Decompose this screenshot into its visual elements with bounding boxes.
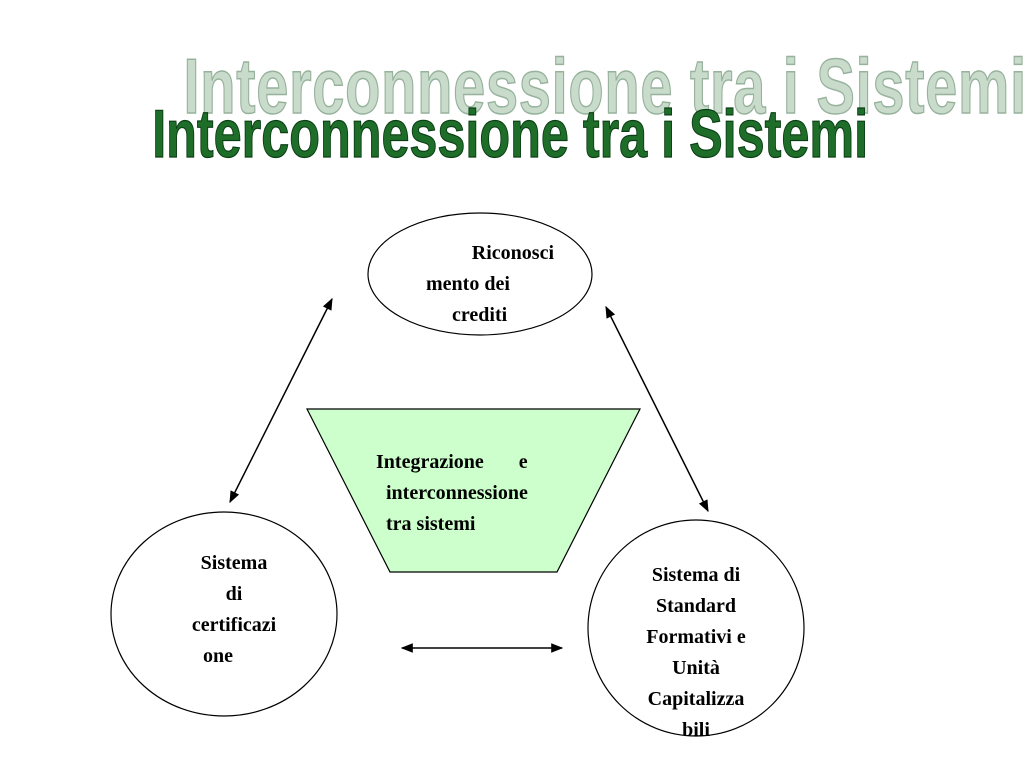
arrow-top-right	[605, 305, 709, 513]
left-node-line: one	[203, 645, 233, 667]
right-node-line: Capitalizza	[647, 688, 745, 710]
top-node-label: Riconosci mento dei crediti	[422, 238, 554, 331]
center-node-label: Integrazione e interconnessione tra sist…	[376, 447, 576, 540]
top-node-ellipse	[367, 212, 593, 336]
left-node-ellipse	[110, 511, 338, 717]
right-node-line: bili	[682, 719, 710, 741]
right-node-line: Standard	[655, 595, 737, 617]
right-node-line: Formativi e	[646, 626, 746, 648]
top-node-line: Riconosci	[471, 242, 554, 264]
right-node-line: Unità	[672, 657, 720, 679]
left-node-line: certificazi	[191, 614, 277, 636]
right-node-line: Sistema di	[651, 564, 741, 586]
top-node-line: crediti	[452, 304, 508, 326]
center-node-line: Integrazione e	[376, 451, 528, 473]
right-node-ellipse	[587, 519, 805, 737]
left-node-line: di	[225, 583, 243, 605]
top-node-line: mento dei	[426, 273, 510, 295]
center-trapezoid	[306, 408, 641, 573]
left-node-label: Sistema di certificazi one	[164, 548, 304, 672]
title-shadow: Interconnessione tra i Sistemi	[183, 41, 1024, 131]
right-node-label: Sistema di Standard Formativi e Unità Ca…	[621, 560, 771, 746]
center-node-line: interconnessione	[386, 482, 528, 504]
center-node-line: tra sistemi	[386, 513, 476, 535]
title-text: Interconnessione tra i Sistemi	[152, 95, 869, 172]
page-title: Interconnessione tra i Sistemi Interconn…	[0, 0, 1024, 190]
left-node-line: Sistema	[200, 552, 268, 574]
arrow-top-left	[229, 297, 333, 504]
